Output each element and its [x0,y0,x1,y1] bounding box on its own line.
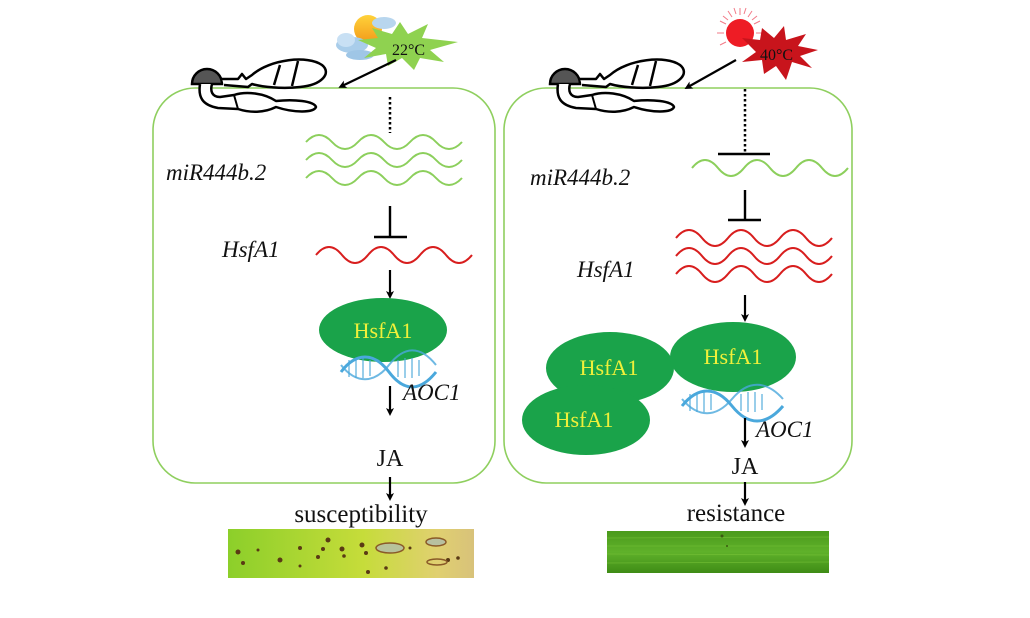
mirna-wave [305,152,463,168]
right-protein-label-1: HsfA1 [704,344,763,369]
left-mirna-transcripts [305,134,463,186]
dna-helix-icon [339,349,438,389]
mirna-wave [305,170,463,186]
right-cell-boundary [503,87,853,484]
left-panel: 22°C miR444b.2 HsfA1 HsfA1 [152,15,496,578]
mirna-wave [691,159,849,177]
right-panel: 40°C miR444b.2 HsfA1 HsfA1 HsfA1 HsfA1 [503,7,853,573]
right-protein-label-2: HsfA1 [580,355,639,380]
hsfa1-protein [670,322,796,392]
hot-temperature-burst [742,26,818,80]
left-temperature-arrow [338,59,397,88]
right-protein-label-3: HsfA1 [555,407,614,432]
hsfa1-protein [319,298,447,362]
right-ja-label: JA [732,454,759,480]
left-aoc1-label: AOC1 [401,380,461,405]
fungus-spore-icon [548,58,686,113]
left-temperature-label: 22°C [392,42,425,59]
right-temperature-label: 40°C [760,47,793,64]
hsfa1-wave [315,246,473,264]
hsfa1-wave [675,247,833,265]
left-hsfa1-gene-label: HsfA1 [221,237,280,262]
right-mirna-label: miR444b.2 [530,165,630,190]
left-outcome-label: susceptibility [294,501,428,528]
healthy-leaf-image [606,531,830,573]
dna-helix-icon [680,383,785,423]
right-temperature-arrow [684,59,737,89]
hsfa1-protein [522,385,650,455]
fungus-spore-icon [190,58,328,113]
cool-temperature-burst [358,22,458,70]
left-cell-boundary [152,87,496,484]
left-mirna-label: miR444b.2 [166,160,266,185]
right-hsfa1-transcripts [675,229,833,283]
left-ja-label: JA [377,446,404,472]
hsfa1-wave [675,265,833,283]
hsfa1-wave [675,229,833,247]
right-hsfa1-gene-label: HsfA1 [576,257,635,282]
left-protein-label: HsfA1 [354,318,413,343]
mirna-wave [305,134,463,150]
right-aoc1-label: AOC1 [754,417,814,442]
right-outcome-label: resistance [687,500,786,527]
sun-behind-clouds-icon [336,15,396,60]
diseased-leaf-image [228,529,474,578]
